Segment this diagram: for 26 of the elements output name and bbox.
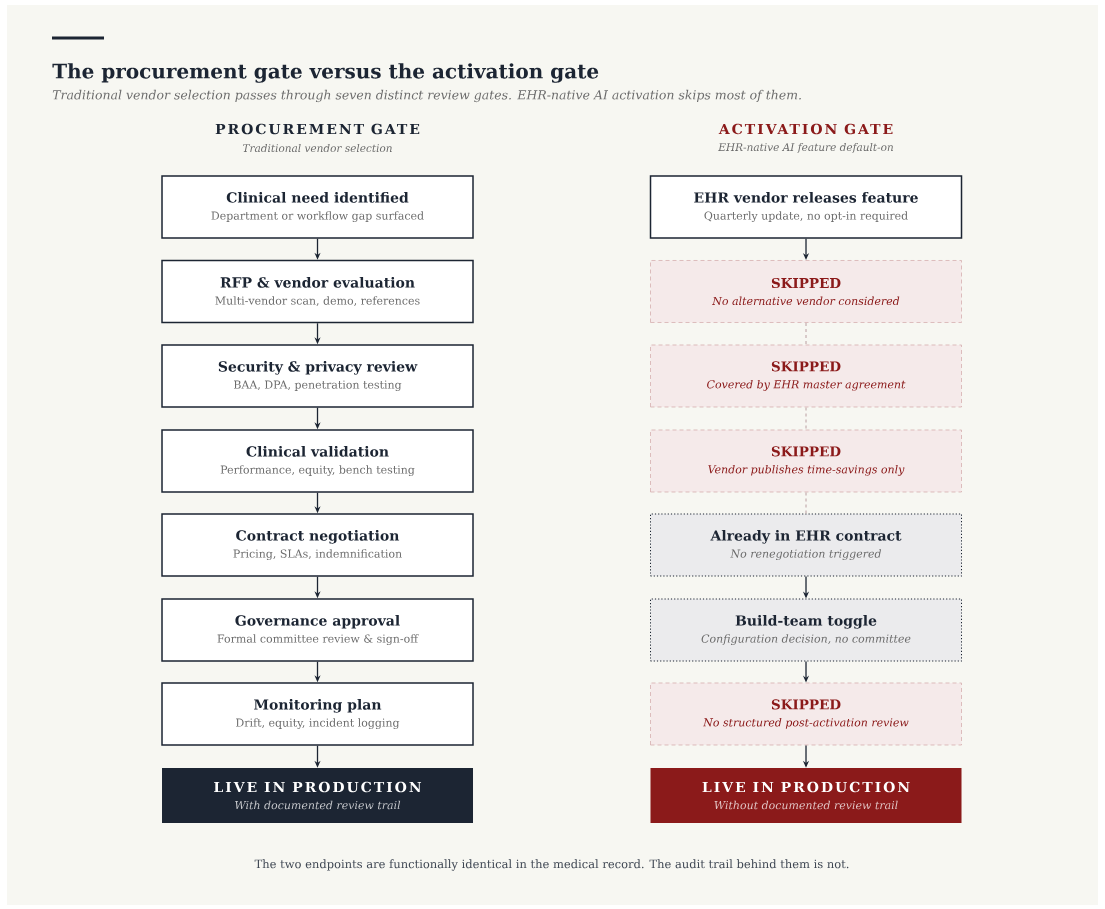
process-box: Clinical validation Performance, equity, bench testing [161, 429, 474, 493]
process-box: Monitoring plan Drift, equity, incident logging [161, 682, 474, 746]
column-subheading: Traditional vendor selection [243, 143, 392, 153]
process-box: Clinical need identified Department or workflow gap surfaced [161, 175, 474, 239]
process-box: Governance approval Formal committee review & sign-off [161, 598, 474, 662]
skipped-box: SKIPPED Vendor publishes time-savings only [650, 429, 962, 493]
endpoint-box: LIVE IN PRODUCTION Without documented review trail [650, 768, 962, 823]
subtitle: Traditional vendor selection passes through seven distinct review gates. EHR-native AI activation skips most of them. [52, 89, 801, 103]
column-heading: ACTIVATION GATE [718, 123, 893, 135]
skipped-box: SKIPPED No structured post-activation review [650, 682, 962, 746]
skipped-box: SKIPPED No alternative vendor considered [650, 260, 962, 323]
caption: The two endpoints are functionally identical in the medical record. The audit trail behind them is not. [254, 859, 849, 871]
column-subheading: EHR-native AI feature default-on [718, 142, 893, 154]
connector-line [805, 406, 807, 431]
column-heading: PROCUREMENT GATE [215, 123, 420, 135]
process-box: Contract negotiation Pricing, SLAs, indemnification [161, 513, 474, 577]
connector-line [805, 322, 807, 346]
process-box: EHR vendor releases feature Quarterly update, no opt-in required [649, 175, 963, 239]
process-box: Build-team toggle Configuration decision, no committee [650, 598, 962, 662]
process-box: Already in EHR contract No renegotiation triggered [650, 513, 962, 577]
endpoint-box: LIVE IN PRODUCTION With documented review trail [162, 768, 473, 823]
title: The procurement gate versus the activation gate [52, 63, 599, 83]
connector-line [805, 491, 807, 515]
process-box: Security & privacy review BAA, DPA, penetration testing [161, 344, 474, 408]
skipped-box: SKIPPED Covered by EHR master agreement [650, 344, 962, 408]
process-box: RFP & vendor evaluation Multi-vendor scan, demo, references [161, 259, 474, 324]
